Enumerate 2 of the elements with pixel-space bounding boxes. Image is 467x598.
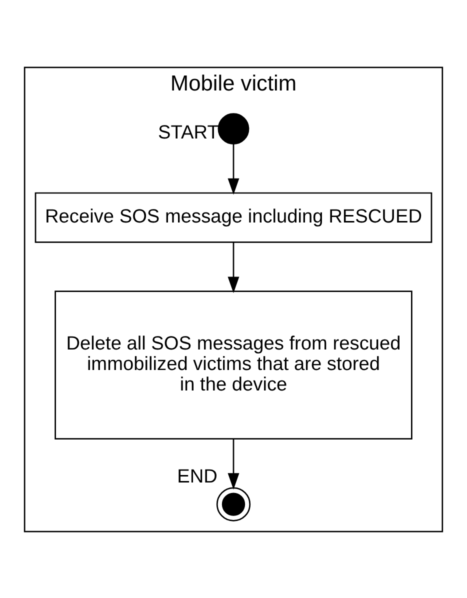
node-label: END — [177, 466, 218, 488]
node-label: START — [158, 122, 219, 144]
